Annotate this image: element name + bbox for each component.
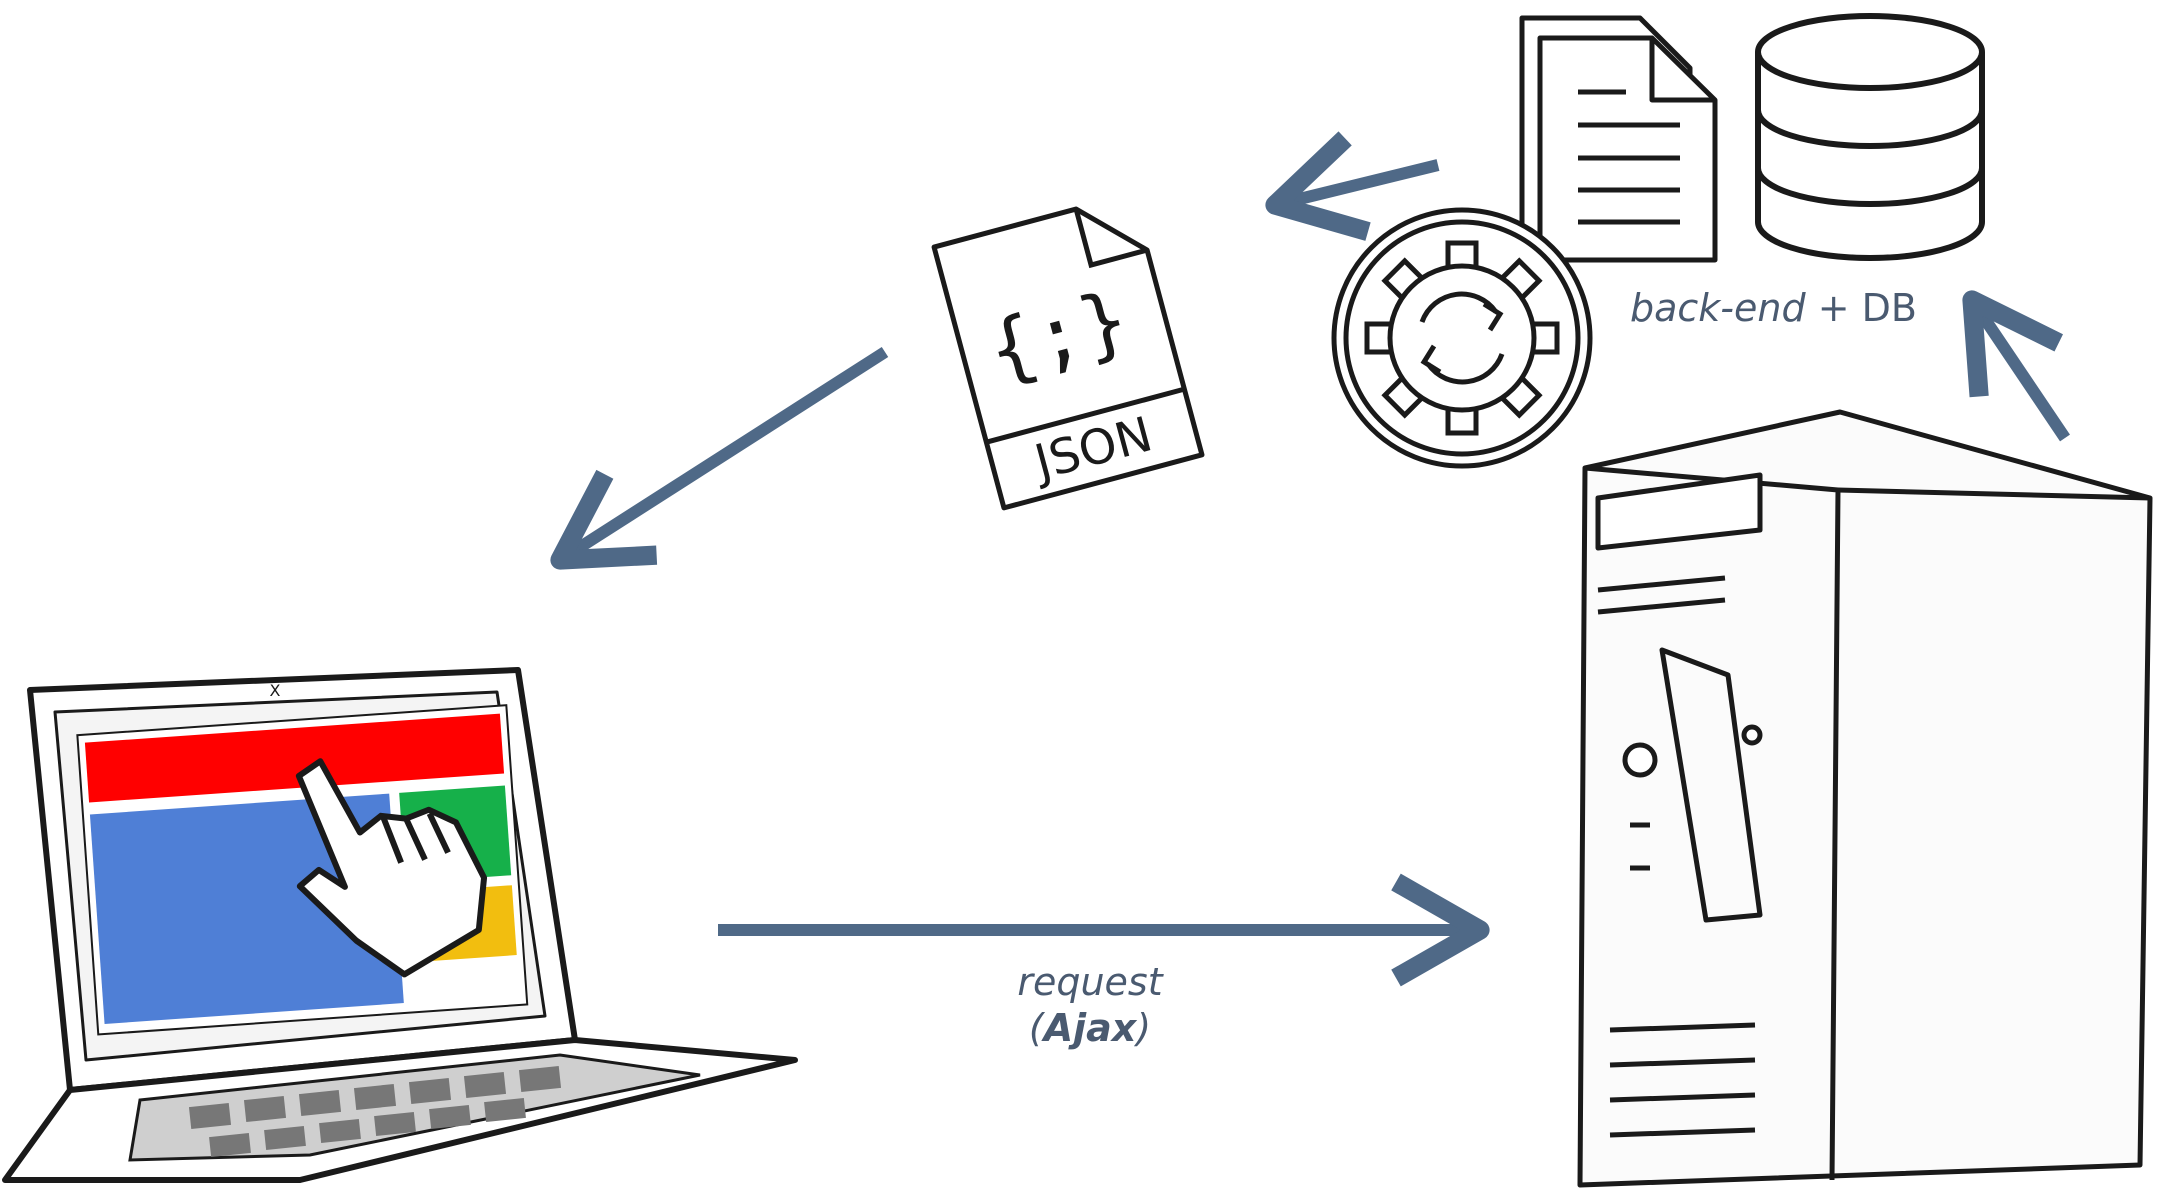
backend-db-label: back-end + DB [1630,286,1917,332]
gear-sync-icon [1331,207,1593,469]
laptop-icon: X [2,667,798,1183]
ajax-text: Ajax [1043,1005,1137,1050]
document-icon [1519,15,1718,263]
db-to-json-arrow [1265,131,1440,241]
server-to-db-arrow [1962,290,2070,442]
paren-open: ( [1028,1005,1044,1050]
json-file-icon: {;} JSON [931,206,1205,511]
laptop-keyboard-keys [188,1065,562,1158]
server-tower-icon [1577,409,2153,1188]
ajax-line: (Ajax) [980,1006,1200,1052]
webpage-header-bar [84,713,505,803]
plus-db-text: + DB [1805,286,1917,330]
database-icon [1755,13,1985,261]
backend-text: back-end [1630,286,1806,330]
request-ajax-label: request (Ajax) [980,960,1200,1051]
hand-cursor-icon [295,758,488,978]
request-text: request [1017,960,1163,1004]
json-to-laptop-arrow [550,346,889,570]
paren-close: ) [1136,1005,1152,1050]
laptop-camera-mark: X [270,681,281,700]
webpage-main-panel [89,793,404,1024]
